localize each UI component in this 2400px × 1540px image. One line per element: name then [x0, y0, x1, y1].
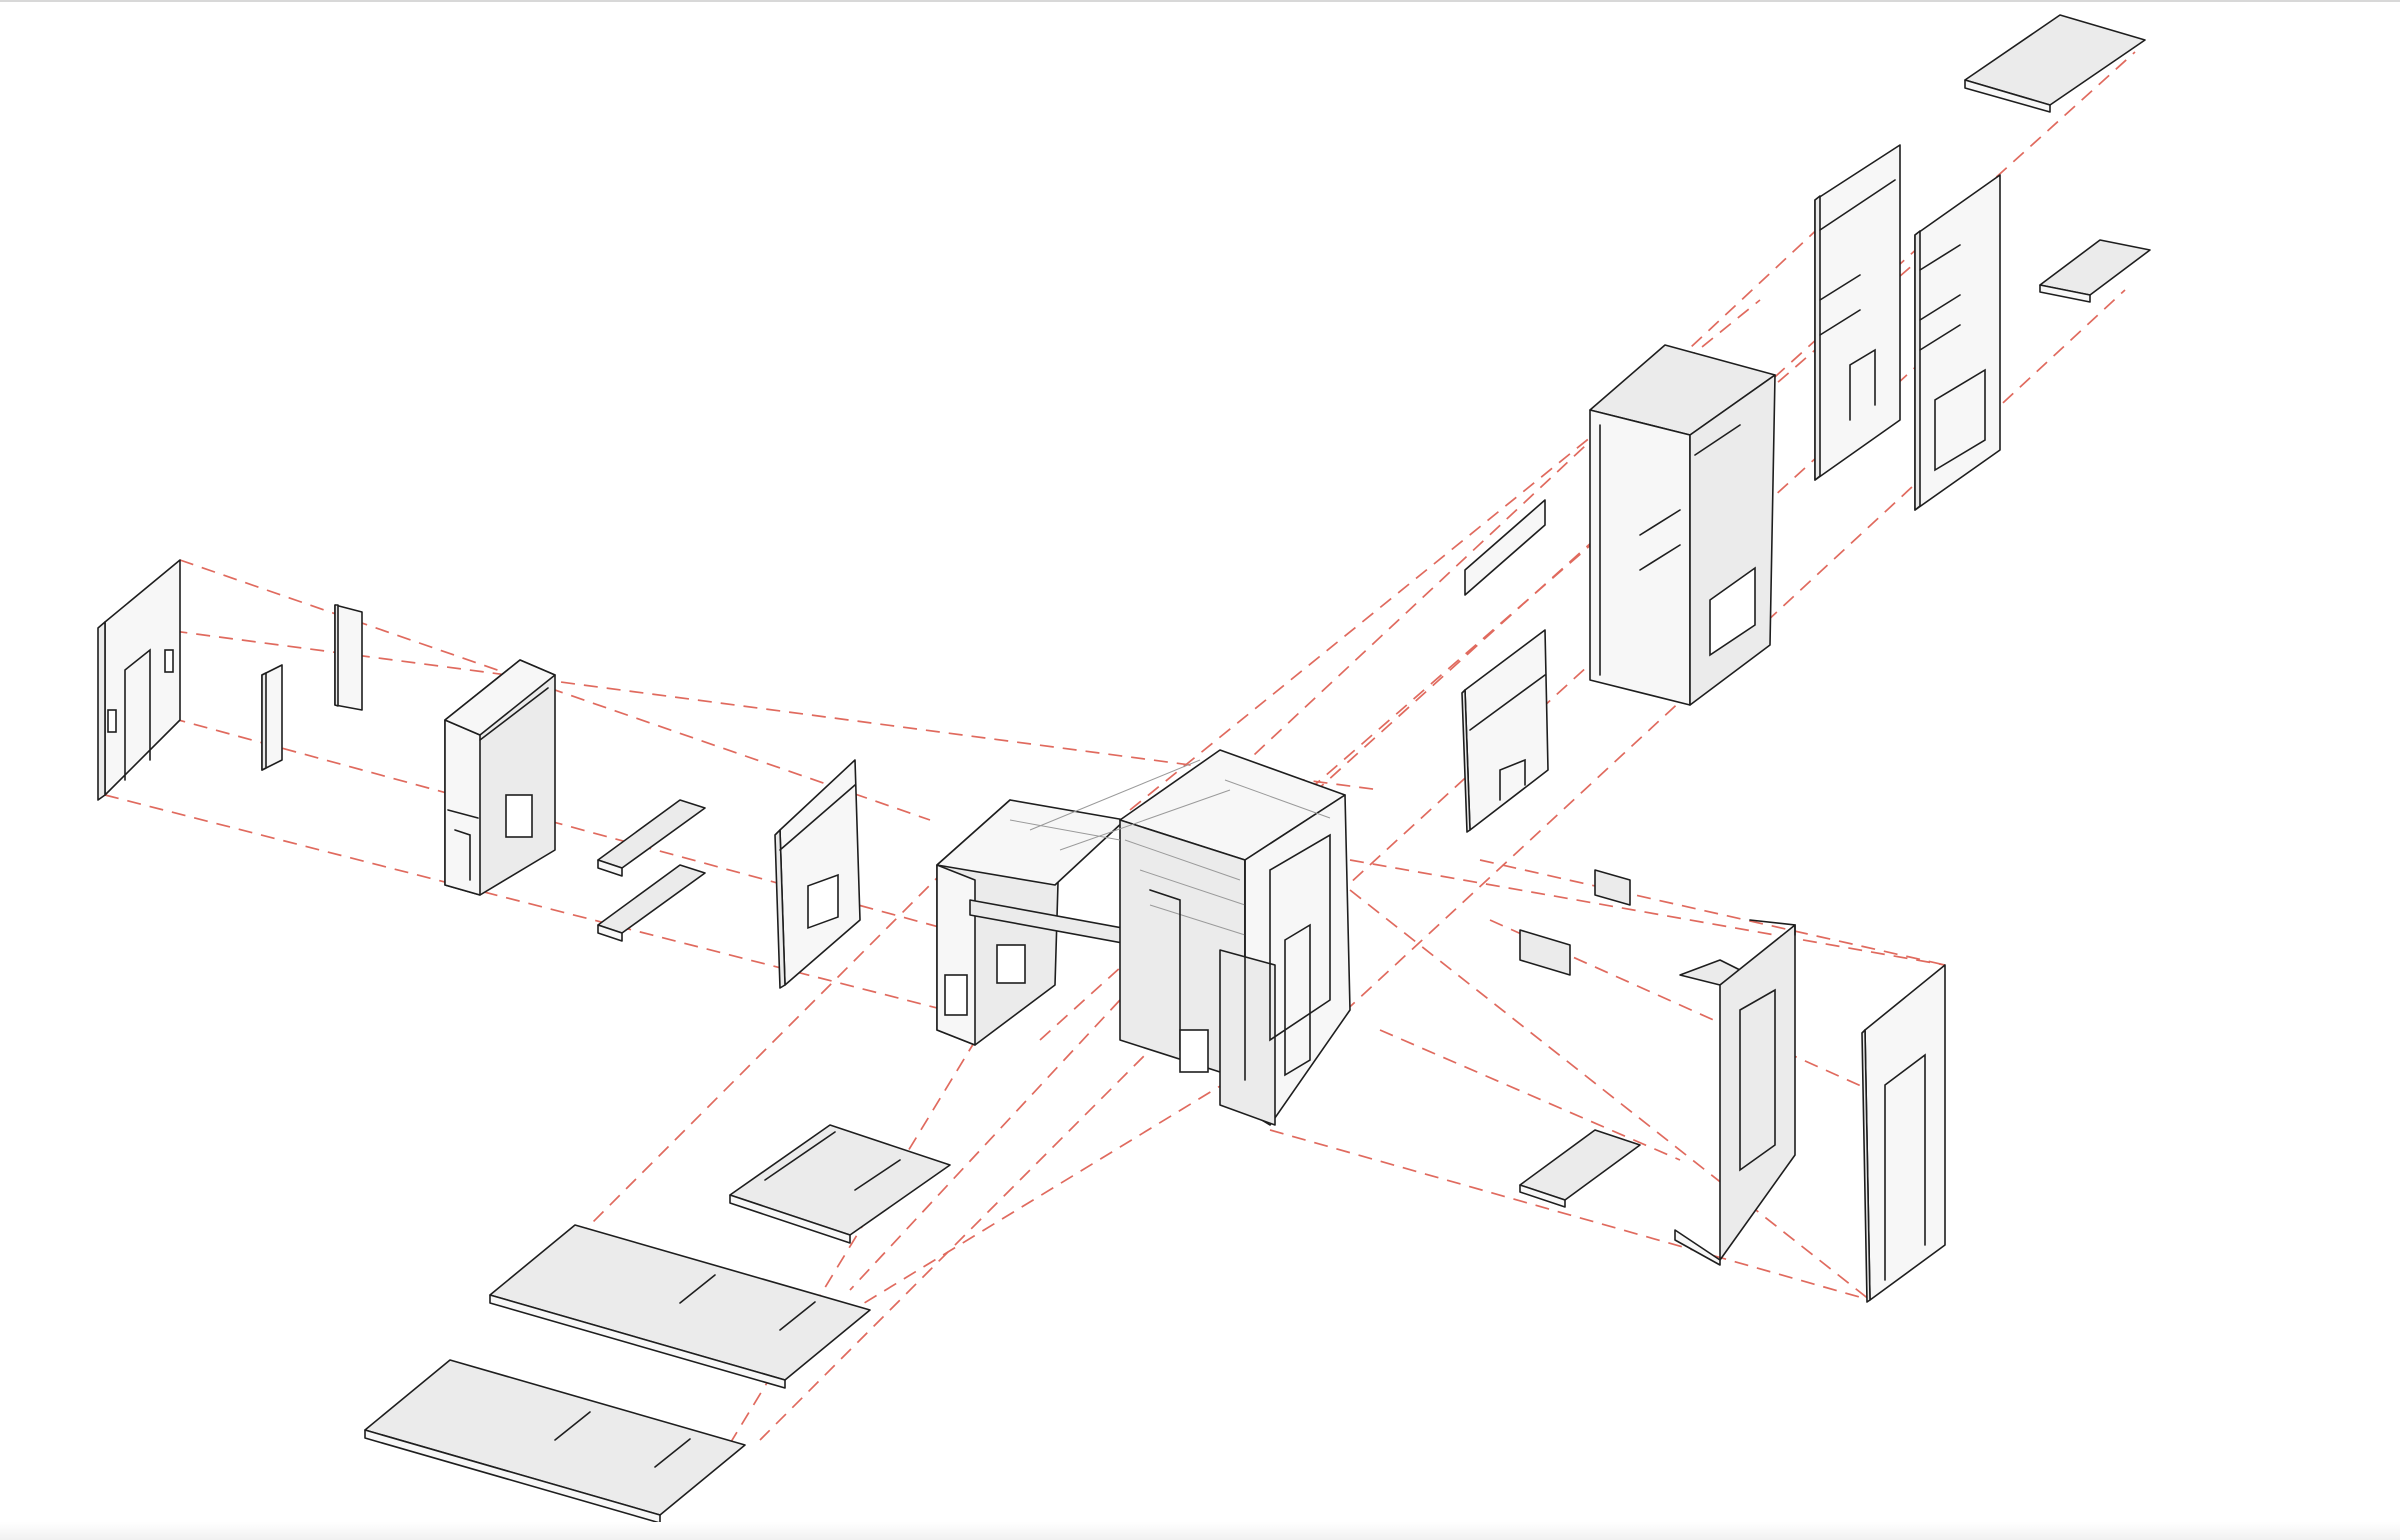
assembled-frame — [936, 749, 1351, 1126]
panel-slotted-2 — [1914, 174, 2001, 511]
box-module-upper-right — [1589, 344, 1776, 706]
strip-small-1 — [261, 664, 283, 771]
canvas-top-border — [0, 0, 2400, 2]
guide-line — [759, 1039, 1161, 1441]
panel-window-left — [774, 759, 861, 989]
strip-floating-1 — [1464, 499, 1546, 596]
board-top-right — [1964, 14, 2146, 113]
guide-line — [719, 999, 1001, 1461]
side-panel-left — [97, 559, 181, 801]
guide-line — [849, 999, 1121, 1291]
guide-line — [104, 621, 1381, 791]
board-small-1 — [597, 799, 706, 877]
strip-small-2 — [334, 604, 363, 711]
board-small-2 — [597, 864, 706, 942]
guide-line — [579, 869, 946, 1236]
guide-line — [104, 794, 946, 1011]
board-slotted-2 — [489, 1224, 871, 1389]
box-module-left — [444, 659, 556, 896]
guide-line — [1479, 859, 1946, 966]
canvas-bottom-shade — [0, 1522, 2400, 1540]
board-small-top-right — [2039, 239, 2151, 303]
guide-line — [1349, 859, 1946, 966]
guide-line — [1349, 889, 1871, 1301]
panel-floating-notch — [1461, 629, 1549, 833]
board-slotted-3 — [364, 1359, 746, 1524]
box-module-right — [1674, 919, 1796, 1266]
guide-line — [819, 1079, 1231, 1331]
guide-line — [1269, 1129, 1871, 1301]
block-small-1 — [1594, 869, 1631, 906]
guide-line — [1259, 289, 2126, 1091]
side-panel-right — [1861, 964, 1946, 1303]
board-slotted-1 — [729, 1124, 951, 1244]
block-small-2 — [1519, 929, 1571, 976]
board-right-floating — [1519, 1129, 1641, 1208]
panel-slotted-1 — [1814, 144, 1901, 481]
guide-line — [1379, 1029, 1681, 1161]
